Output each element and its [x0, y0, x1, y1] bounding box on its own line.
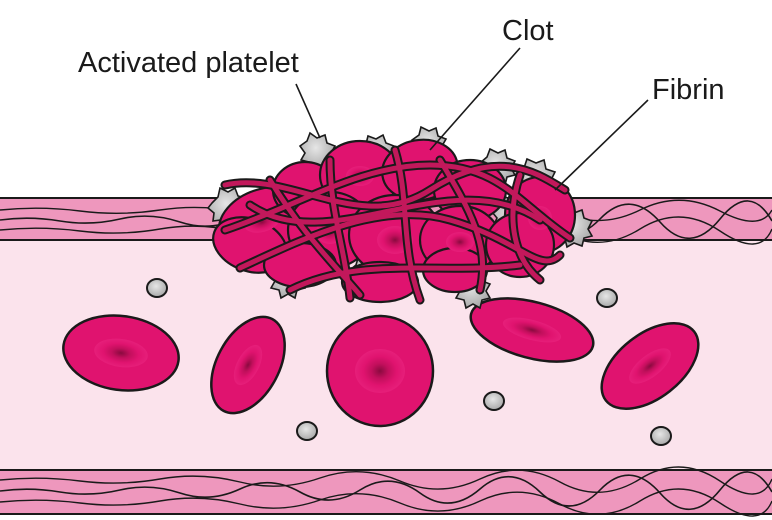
- vessel-wall-lower: [0, 467, 772, 516]
- platelet: [147, 279, 167, 297]
- red-blood-cell: [327, 316, 433, 426]
- label-clot: Clot: [502, 15, 554, 47]
- leader-line-fibrin: [555, 100, 648, 190]
- platelet: [597, 289, 617, 307]
- platelet: [297, 422, 317, 440]
- platelet: [484, 392, 504, 410]
- leader-line-clot: [430, 48, 520, 150]
- leader-line-activated-platelet: [296, 84, 320, 138]
- label-fibrin: Fibrin: [652, 74, 725, 106]
- platelet: [651, 427, 671, 445]
- label-activated-platelet: Activated platelet: [78, 47, 299, 79]
